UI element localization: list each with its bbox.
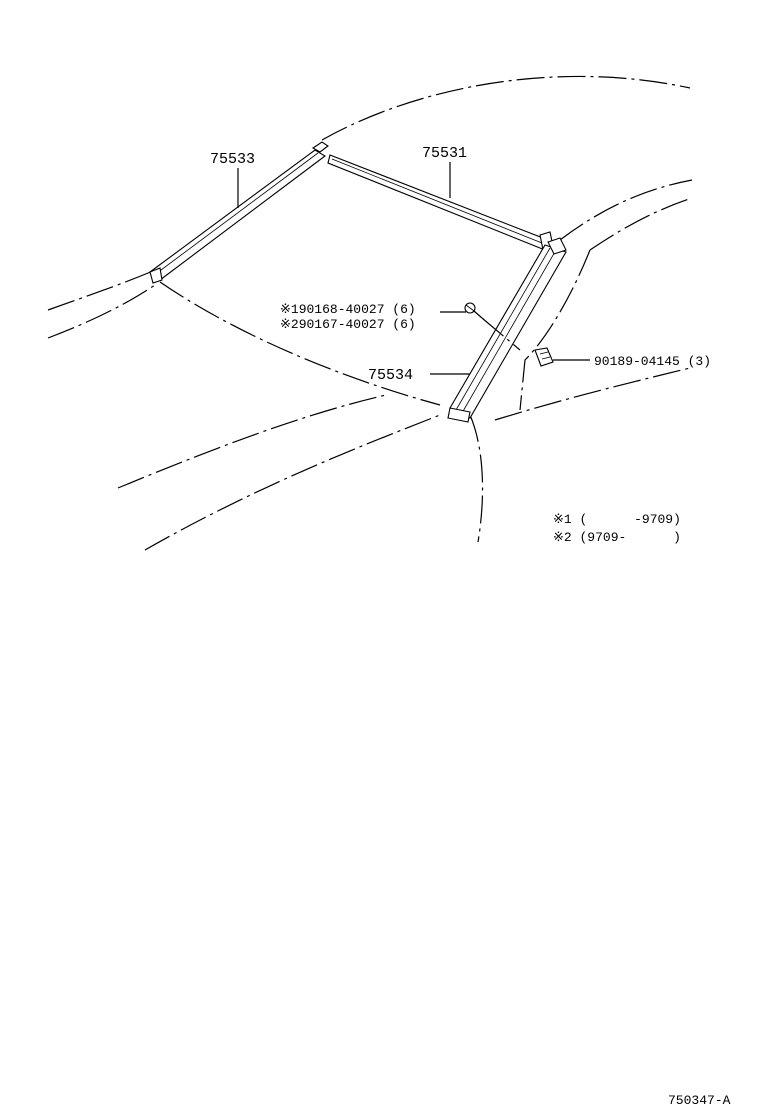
label-clip: 90189-04145 (3) — [594, 354, 711, 369]
leader-lines — [237, 162, 590, 375]
roof-outline — [47, 75, 693, 339]
molding-75533 — [149, 141, 329, 284]
legend-note-1: ※1 ( -9709) — [553, 512, 681, 527]
label-screw-1: ※190168-40027 (6) — [280, 302, 416, 317]
figure-id: 750347-A — [668, 1093, 731, 1108]
molding-75534 — [447, 237, 567, 423]
screw-icon — [464, 302, 521, 351]
label-75531: 75531 — [422, 145, 467, 162]
clip-icon — [534, 347, 554, 367]
label-75533: 75533 — [210, 151, 255, 168]
hood-outline — [117, 394, 484, 551]
label-75534: 75534 — [368, 367, 413, 384]
label-screw-2: ※290167-40027 (6) — [280, 317, 416, 332]
molding-75531 — [327, 154, 554, 251]
windshield-outline — [159, 249, 691, 421]
legend-note-2: ※2 (9709- ) — [553, 530, 681, 545]
